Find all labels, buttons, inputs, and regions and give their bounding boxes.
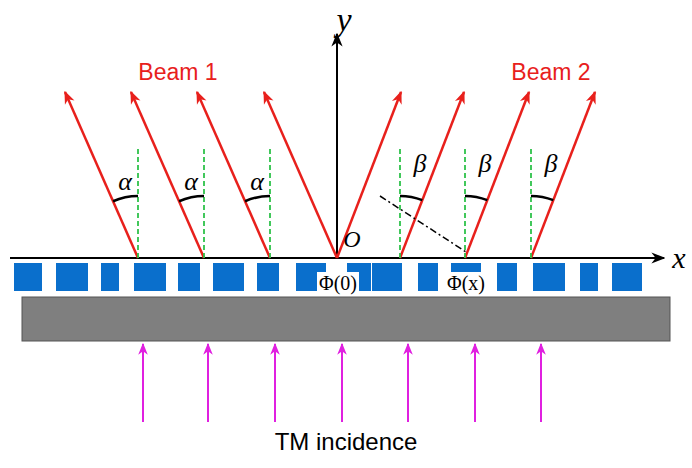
incidence-label: TM incidence — [275, 430, 418, 454]
incident-arrow — [142, 344, 144, 422]
angle-arc — [465, 196, 487, 200]
grating-bar — [213, 263, 244, 291]
grating-bar — [533, 263, 565, 291]
grating-bar — [372, 263, 402, 291]
beam-ray — [264, 92, 337, 258]
beam-ray — [197, 92, 270, 258]
grating-bar — [178, 263, 200, 291]
angle-arc — [113, 196, 138, 201]
reflected-beams — [65, 92, 595, 258]
angle-label: β — [479, 151, 492, 177]
grating-bar — [56, 263, 88, 291]
beam-label: Beam 2 — [511, 61, 590, 84]
normal-line — [530, 146, 532, 258]
beam-label: Beam 1 — [138, 61, 217, 84]
incident-arrow — [407, 344, 409, 422]
axis-label: y — [336, 3, 351, 37]
incident-arrow — [207, 344, 209, 422]
incident-arrow — [540, 344, 542, 422]
grating-bar — [134, 263, 166, 291]
angle-arc — [245, 196, 270, 201]
axis-label: x — [672, 243, 685, 273]
angle-label: α — [118, 169, 132, 195]
phase-label: Φ(0) — [317, 272, 359, 294]
angle-label: α — [184, 169, 198, 195]
grating-bar — [14, 263, 42, 291]
axis-label: O — [343, 227, 360, 251]
incident-arrow — [274, 344, 276, 422]
grating-bar — [612, 263, 642, 291]
incident-arrow — [474, 344, 476, 422]
normal-line — [399, 146, 401, 258]
beam-ray — [65, 92, 138, 258]
normal-line — [137, 146, 139, 258]
beam-ray — [531, 92, 595, 258]
wavefront-line — [380, 196, 466, 252]
angle-arc — [179, 196, 204, 201]
angle-label: β — [545, 151, 558, 177]
beam-ray — [337, 92, 401, 258]
phase-label: Φ(x) — [445, 272, 487, 294]
substrate — [22, 297, 670, 341]
grating-bar — [257, 263, 279, 291]
grating-bar — [101, 263, 119, 291]
y-axis — [336, 34, 338, 258]
normal-line — [269, 146, 271, 258]
incident-arrow — [341, 344, 343, 422]
angle-label: β — [414, 151, 427, 177]
angle-arc — [531, 196, 553, 200]
angle-arc — [400, 196, 422, 200]
grating-bar — [497, 263, 517, 291]
beam-ray — [465, 92, 529, 258]
incident-arrows — [143, 344, 541, 422]
beam-ray — [131, 92, 204, 258]
normal-line — [203, 146, 205, 258]
normal-line — [464, 146, 466, 258]
grating-bar — [418, 263, 438, 291]
grating-bar — [580, 263, 598, 291]
angle-label: α — [250, 169, 264, 195]
beam-ray — [400, 92, 464, 258]
